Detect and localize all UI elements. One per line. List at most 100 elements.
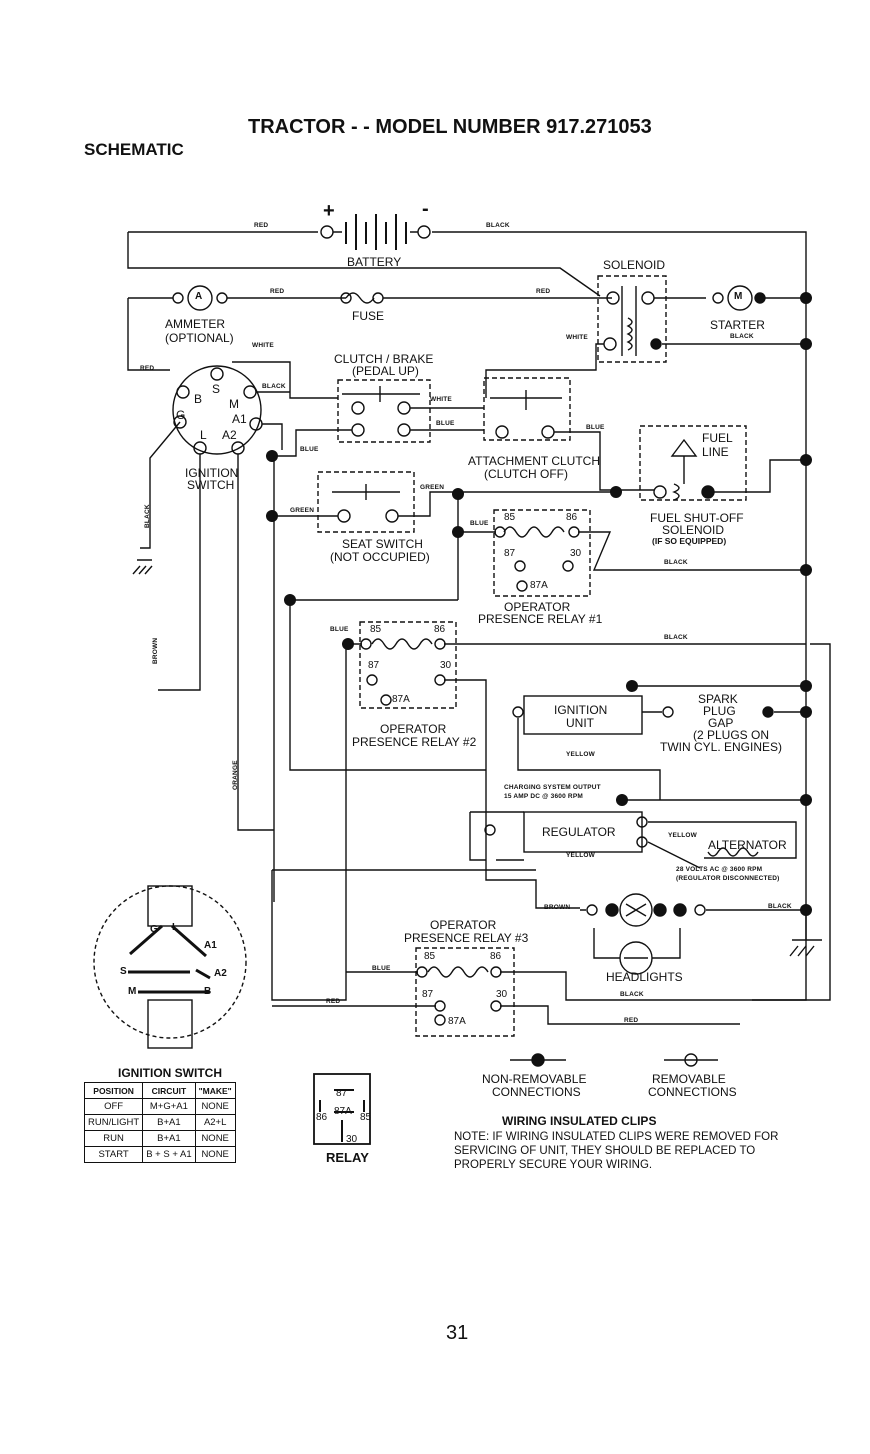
wire-label-red-4: RED <box>140 365 155 372</box>
terminal-g: G <box>176 408 186 422</box>
fuel-line-label-2: LINE <box>702 445 729 459</box>
table-row: OFF M+G+A1 NONE <box>83 1098 236 1115</box>
table-cell: OFF <box>83 1098 144 1115</box>
switch-l: L <box>172 922 179 933</box>
starter-symbol: M <box>734 291 743 302</box>
ammeter-circle <box>187 285 213 311</box>
switch-g: G <box>150 924 158 935</box>
relay3-87: 87 <box>422 989 434 1000</box>
alternator-note: 28 VOLTS AC @ 3600 RPM <box>676 866 763 873</box>
wire-label-white-2: WHITE <box>566 334 588 341</box>
seat-switch-box <box>317 471 415 533</box>
wire-label-green: GREEN <box>420 484 445 491</box>
regulator-label: REGULATOR <box>542 825 616 839</box>
wire-label-red: RED <box>254 222 269 229</box>
relay3-label-2: PRESENCE RELAY #3 <box>404 931 529 945</box>
relay2-86: 86 <box>434 624 446 635</box>
pinout-30: 30 <box>346 1134 358 1145</box>
ammeter-symbol: A <box>195 291 203 302</box>
relay2-85: 85 <box>370 624 382 635</box>
wire-label-red-3: RED <box>536 288 551 295</box>
legend-note-3: PROPERLY SECURE YOUR WIRING. <box>454 1159 653 1171</box>
fuel-shutoff-label-2: SOLENOID <box>662 523 725 537</box>
ignition-switch-face <box>93 885 247 1039</box>
solenoid-box <box>597 275 667 363</box>
legend-nonremovable-dot <box>531 1053 545 1067</box>
switch-b: B <box>204 986 212 997</box>
relay3-label: OPERATOR <box>430 918 497 932</box>
seat-switch-sub-label: (NOT OCCUPIED) <box>330 550 430 564</box>
fuel-shutoff-label: FUEL SHUT-OFF <box>650 511 744 525</box>
table-row: RUN/LIGHT B+A1 A2+L <box>83 1114 236 1131</box>
relay1-label-2: PRESENCE RELAY #1 <box>478 612 603 626</box>
ammeter-label: AMMETER <box>165 317 225 331</box>
wire-label-black-3: BLACK <box>262 383 286 390</box>
wire-label-yellow-3: YELLOW <box>566 852 596 859</box>
ignition-unit-label: IGNITION <box>554 703 608 717</box>
terminal-b: B <box>194 392 203 406</box>
wire-label-yellow-2: YELLOW <box>668 832 698 839</box>
wire-label-blue-5: BLUE <box>330 626 349 633</box>
pinout-85: 85 <box>360 1112 372 1123</box>
relay1-30: 30 <box>570 548 582 559</box>
legend-nonremovable-2: CONNECTIONS <box>492 1085 581 1099</box>
battery-terminal-neg <box>417 225 431 239</box>
wire-label-black-vert: BLACK <box>144 504 151 528</box>
headlights-label: HEADLIGHTS <box>606 970 683 984</box>
starter-circle <box>727 285 753 311</box>
relay2-box <box>359 621 457 709</box>
spark-plug-label-3: GAP <box>708 716 734 730</box>
relay2-label: OPERATOR <box>380 722 447 736</box>
solenoid-label: SOLENOID <box>603 258 666 272</box>
wire-label-black-5: BLACK <box>664 634 688 641</box>
attachment-clutch-sub-label: (CLUTCH OFF) <box>484 467 568 481</box>
table-cell: A2+L <box>194 1114 236 1131</box>
alternator-label: ALTERNATOR <box>708 838 787 852</box>
ignition-table-title: IGNITION SWITCH <box>118 1066 222 1080</box>
attachment-clutch-box <box>483 377 571 441</box>
battery-terminal-pos <box>320 225 334 239</box>
clutch-brake-sub-label: (PEDAL UP) <box>352 364 419 378</box>
wire-label-red-2: RED <box>270 288 285 295</box>
page-number: 31 <box>446 1322 469 1344</box>
relay2-87a: 87A <box>392 694 410 705</box>
wire-label-red-6: RED <box>624 1017 639 1024</box>
wire-label-red-5: RED <box>326 998 341 1005</box>
wire-label-black-6: BLACK <box>768 903 792 910</box>
switch-m: M <box>128 986 137 997</box>
spark-plug-label: SPARK <box>698 692 738 706</box>
terminal-l: L <box>200 428 207 442</box>
wire-label-yellow: YELLOW <box>566 751 596 758</box>
terminal-s: S <box>212 382 221 396</box>
table-cell: START <box>83 1146 144 1163</box>
terminal-a2: A2 <box>222 428 237 442</box>
table-row: RUN B+A1 NONE <box>83 1130 236 1147</box>
table-cell: B+A1 <box>142 1114 196 1131</box>
table-header: POSITION <box>83 1082 144 1099</box>
legend-removable-2: CONNECTIONS <box>648 1085 737 1099</box>
regulator-box <box>523 811 643 853</box>
ignition-unit-label-2: UNIT <box>566 716 594 730</box>
wire-label-blue-3: BLUE <box>300 446 319 453</box>
ammeter-optional-label: (OPTIONAL) <box>165 331 234 345</box>
table-cell: RUN/LIGHT <box>83 1114 144 1131</box>
wire-label-white: WHITE <box>252 342 274 349</box>
legend-removable-dot <box>684 1053 698 1067</box>
pinout-86: 86 <box>316 1112 328 1123</box>
terminal-m: M <box>229 397 239 411</box>
wire-label-brown-vert: BROWN <box>152 637 159 664</box>
wire-label-black-2: BLACK <box>730 333 754 340</box>
table-header: "MAKE" <box>194 1082 236 1099</box>
legend-note-2: SERVICING OF UNIT, THEY SHOULD BE REPLAC… <box>454 1145 756 1157</box>
wire-label-blue-2: BLUE <box>586 424 605 431</box>
clutch-brake-box <box>337 379 431 443</box>
table-cell: B + S + A1 <box>142 1146 196 1163</box>
spark-plug-label-5: TWIN CYL. ENGINES) <box>660 740 783 754</box>
clutch-brake-label: CLUTCH / BRAKE <box>334 352 434 366</box>
ignition-switch-label-2: SWITCH <box>187 478 235 492</box>
relay1-86: 86 <box>566 512 578 523</box>
battery-plus-label: + <box>323 200 335 222</box>
relay2-label-2: PRESENCE RELAY #2 <box>352 735 477 749</box>
table-cell: NONE <box>194 1130 236 1147</box>
